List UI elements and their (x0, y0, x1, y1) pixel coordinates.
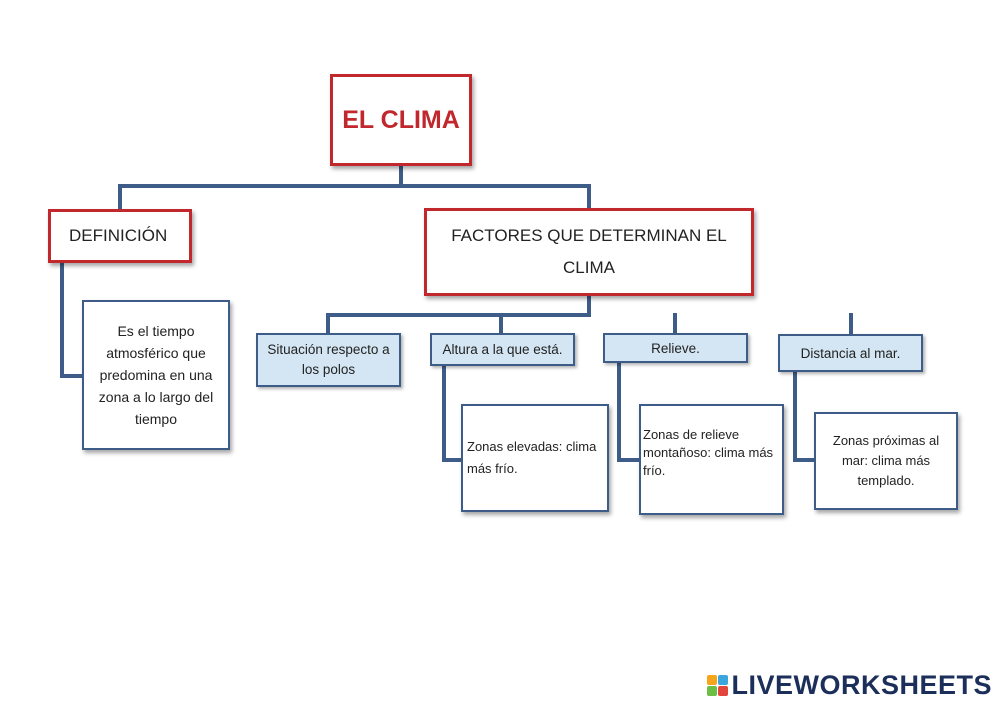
liveworksheets-logo: LIVEWORKSHEETS (707, 670, 992, 701)
brand-text: LIVEWORKSHEETS (731, 670, 992, 700)
root-node: EL CLIMA (330, 74, 472, 166)
connector-definition (60, 261, 84, 378)
liveworksheets-mark-icon (707, 675, 729, 696)
factors-node: FACTORES QUE DETERMINAN EL CLIMA (424, 208, 754, 296)
detail-text: Zonas de relieve montañoso: clima más fr… (643, 427, 774, 478)
connector-distancia (793, 370, 816, 462)
definition-description: Es el tiempo atmosférico que predomina e… (98, 323, 214, 427)
detail-text: Zonas elevadas: clima más frío. (467, 439, 597, 476)
detail-node-altura: Zonas elevadas: clima más frío. (461, 404, 609, 512)
factor-node-distancia: Distancia al mar. (778, 334, 923, 372)
definition-label: DEFINICIÓN (69, 226, 168, 245)
detail-node-relieve: Zonas de relieve montañoso: clima más fr… (639, 404, 784, 515)
connector-altura (442, 364, 463, 462)
definition-description-node: Es el tiempo atmosférico que predomina e… (82, 300, 230, 450)
mark-square (707, 686, 718, 696)
factor-label: Situación respecto a los polos (267, 342, 390, 377)
definition-node: DEFINICIÓN (48, 209, 192, 263)
connector-root-branch (118, 164, 591, 211)
factor-label: Distancia al mar. (800, 345, 901, 361)
factor-node-relieve: Relieve. (603, 333, 748, 363)
factor-label: Altura a la que está. (442, 342, 563, 357)
factors-label: FACTORES QUE DETERMINAN EL CLIMA (451, 226, 727, 277)
detail-text: Zonas próximas al mar: clima más templad… (832, 433, 940, 488)
connector-relieve (617, 361, 641, 462)
factor-node-polos: Situación respecto a los polos (256, 333, 401, 387)
mark-square (718, 675, 729, 685)
factor-label: Relieve. (651, 340, 700, 356)
mark-square (718, 686, 729, 696)
factor-node-altura: Altura a la que está. (430, 333, 575, 366)
root-label: EL CLIMA (342, 105, 460, 134)
connector-factors (326, 294, 853, 336)
mark-square (707, 675, 718, 685)
detail-node-distancia: Zonas próximas al mar: clima más templad… (814, 412, 958, 510)
